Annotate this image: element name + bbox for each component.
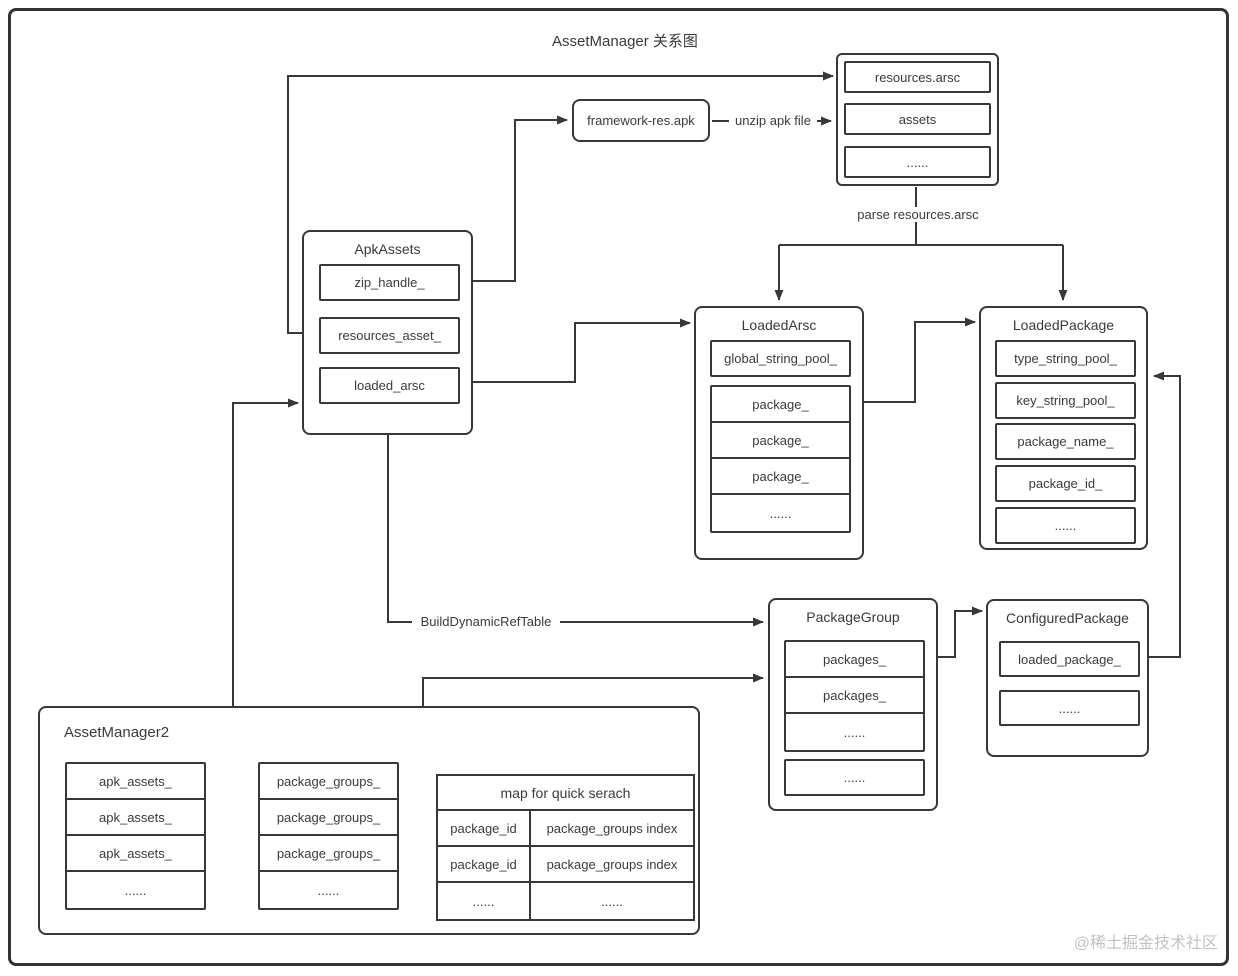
node-loaded-arsc: LoadedArsc global_string_pool_ package_ … <box>694 306 864 560</box>
edge-label-unzip-apk-file: unzip apk file <box>729 113 817 128</box>
node-apk-assets: ApkAssets zip_handle_ resources_asset_ l… <box>302 230 473 435</box>
field-type-string-pool: type_string_pool_ <box>995 340 1136 377</box>
field-apk-ellipsis: ...... <box>844 146 991 178</box>
node-package-group-title: PackageGroup <box>806 609 900 625</box>
node-apk-contents: resources.arsc assets ...... <box>836 53 999 186</box>
list-item: package_groups_ <box>260 764 397 800</box>
table-cell: package_id <box>438 847 531 881</box>
table-cell: package_groups index <box>546 820 678 836</box>
list-item: ...... <box>769 505 792 521</box>
field-loaded-package-ref: loaded_package_ <box>999 641 1140 677</box>
list-item: package_ <box>712 459 849 495</box>
table-row: package_id package_groups index <box>438 811 693 847</box>
outer-frame <box>8 8 1229 966</box>
quick-search-map-table: map for quick serach package_id package_… <box>436 774 695 921</box>
list-item: ...... <box>317 882 340 898</box>
node-asset-manager2-title: AssetManager2 <box>64 724 170 741</box>
loaded-arsc-package-list: package_ package_ package_ ...... <box>710 385 851 533</box>
field-resources-arsc: resources.arsc <box>844 61 991 93</box>
table-row: ...... ...... <box>438 883 693 919</box>
list-item: apk_assets_ <box>67 764 204 800</box>
node-loaded-package: LoadedPackage type_string_pool_ key_stri… <box>979 306 1148 550</box>
watermark: @稀土掘金技术社区 <box>1073 935 1218 952</box>
edge-label-parse-resources-arsc: parse resources.arsc <box>851 207 985 222</box>
field-resources-asset: resources_asset_ <box>319 317 460 354</box>
list-item: package_groups_ <box>260 836 397 872</box>
list-item: ...... <box>124 882 147 898</box>
field-zip-handle: zip_handle_ <box>319 264 460 301</box>
field-package-group-ellipsis: ...... <box>784 759 925 796</box>
edge-label-build-dynamic-ref-table: BuildDynamicRefTable <box>412 614 560 629</box>
field-package-id: package_id_ <box>995 465 1136 502</box>
field-key-string-pool: key_string_pool_ <box>995 382 1136 419</box>
node-apk-assets-title: ApkAssets <box>354 241 421 257</box>
table-cell: ...... <box>438 883 531 919</box>
node-asset-manager2: AssetManager2 apk_assets_ apk_assets_ ap… <box>38 706 700 935</box>
field-package-name: package_name_ <box>995 423 1136 460</box>
list-item: package_ <box>712 423 849 459</box>
list-item: packages_ <box>786 678 923 714</box>
list-item: ...... <box>843 724 866 740</box>
table-row: package_id package_groups index <box>438 847 693 883</box>
table-cell: ...... <box>601 893 623 909</box>
node-package-group: PackageGroup packages_ packages_ ...... … <box>768 598 938 811</box>
table-cell: package_id <box>438 811 531 845</box>
field-loaded-arsc: loaded_arsc <box>319 367 460 404</box>
page-title: AssetManager 关系图 <box>552 33 698 50</box>
list-item: package_ <box>712 387 849 423</box>
list-item: packages_ <box>786 642 923 678</box>
node-configured-package: ConfiguredPackage loaded_package_ ...... <box>986 599 1149 757</box>
list-item: package_groups_ <box>260 800 397 836</box>
field-loaded-package-ellipsis: ...... <box>995 507 1136 544</box>
field-configured-package-ellipsis: ...... <box>999 690 1140 726</box>
package-group-list: packages_ packages_ ...... <box>784 640 925 752</box>
node-loaded-package-title: LoadedPackage <box>1012 317 1115 333</box>
node-loaded-arsc-title: LoadedArsc <box>741 317 817 333</box>
node-configured-package-title: ConfiguredPackage <box>1006 610 1129 626</box>
apk-assets-list: apk_assets_ apk_assets_ apk_assets_ ....… <box>65 762 206 910</box>
package-groups-list: package_groups_ package_groups_ package_… <box>258 762 399 910</box>
list-item: apk_assets_ <box>67 800 204 836</box>
node-framework-res-apk: framework-res.apk <box>572 99 710 142</box>
map-table-header: map for quick serach <box>438 776 693 811</box>
field-global-string-pool: global_string_pool_ <box>710 340 851 377</box>
field-assets: assets <box>844 103 991 135</box>
table-cell: package_groups index <box>546 856 678 872</box>
list-item: apk_assets_ <box>67 836 204 872</box>
